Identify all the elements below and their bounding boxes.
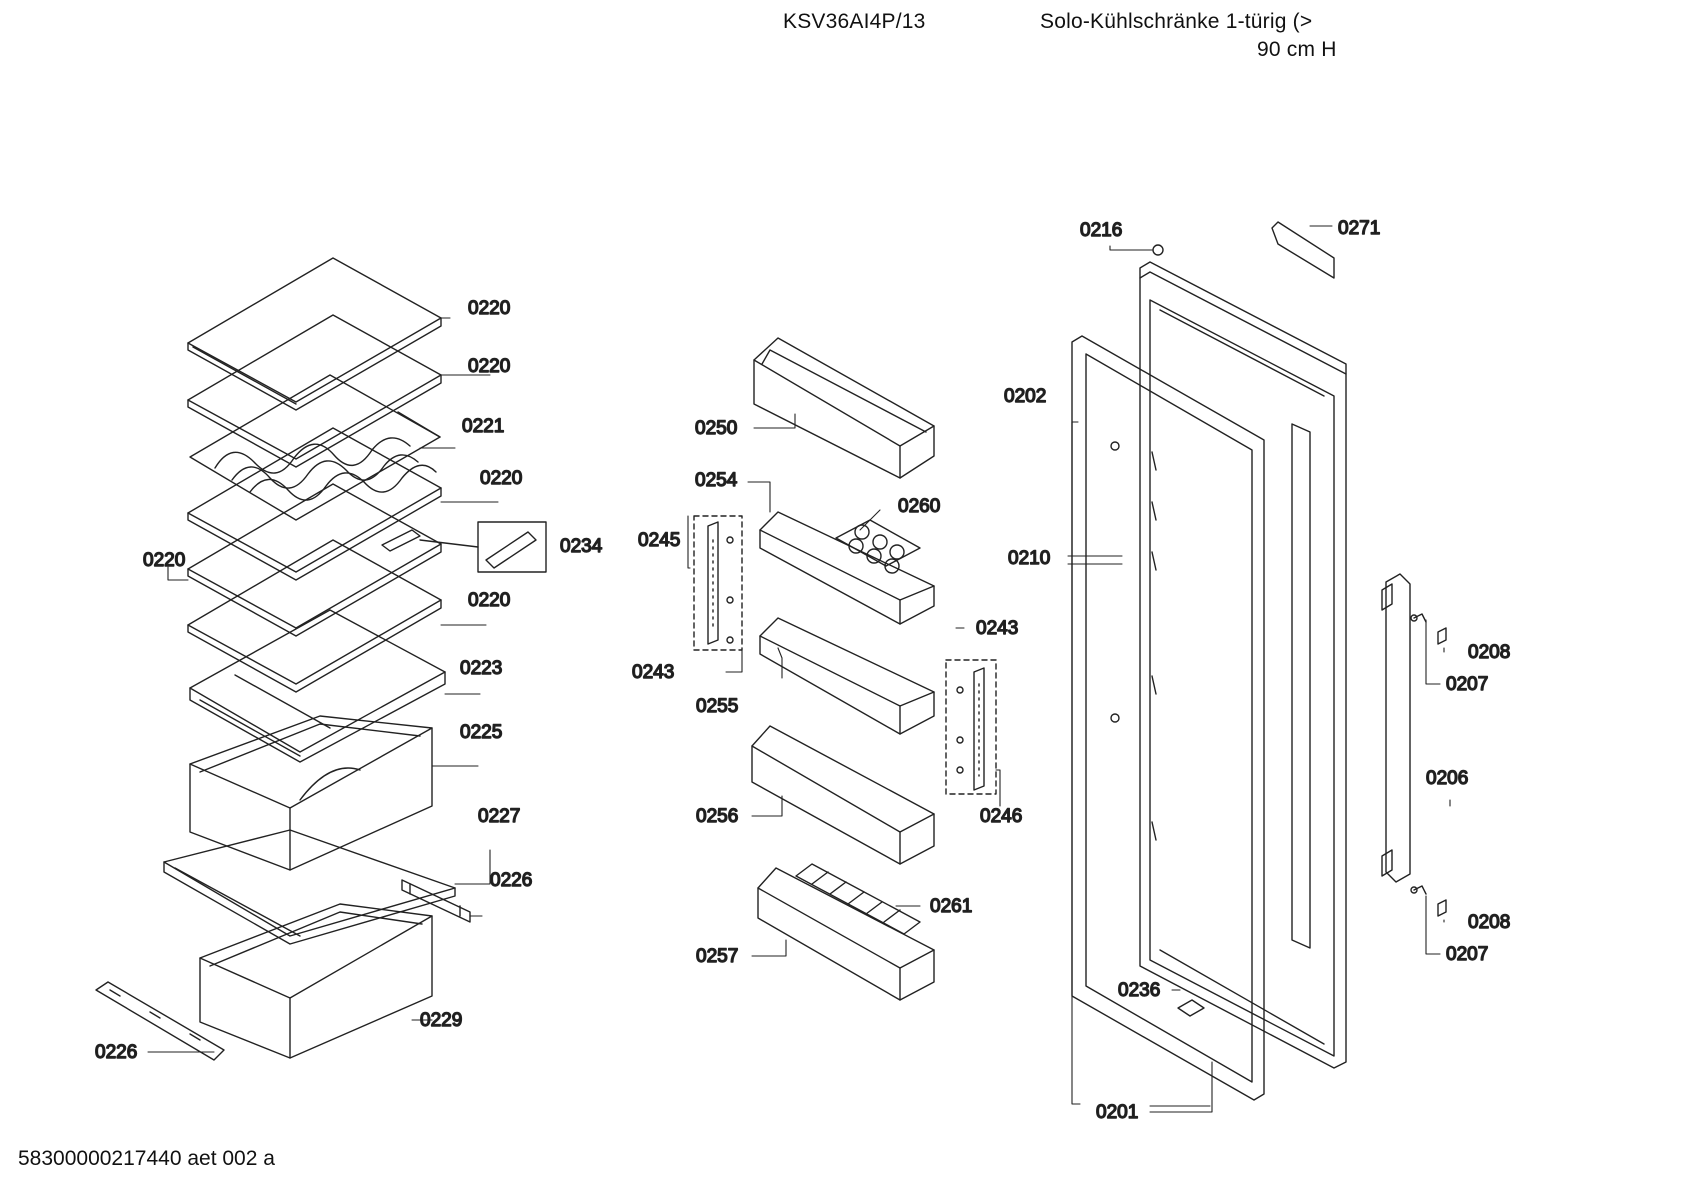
caps-0208 (1437, 627, 1447, 917)
label-0221: 0221 (462, 416, 504, 437)
title-line-1: Solo-Kühlschränke 1-türig (> (1040, 10, 1313, 33)
label-0254: 0254 (695, 470, 738, 491)
cover-0271 (1271, 221, 1335, 279)
label-0246: 0246 (980, 806, 1022, 827)
label-0245: 0245 (638, 530, 680, 551)
label-0220-c: 0220 (480, 468, 522, 489)
title-line-2: 90 cm H (1257, 38, 1337, 61)
label-0207-a: 0207 (1446, 674, 1488, 695)
leader-lines (147, 225, 1451, 1113)
bottle-rack-0221 (189, 374, 441, 521)
slide-rail-0226-a (401, 879, 471, 923)
label-0216: 0216 (1080, 220, 1122, 241)
label-0220-b: 0220 (468, 356, 510, 377)
door-bin-0250 (753, 337, 935, 479)
door-bin-0256 (751, 725, 935, 865)
bin-holder-strip-0245 (693, 515, 743, 651)
crisper-cover-0227 (163, 829, 456, 945)
label-0220-d: 0220 (143, 550, 185, 571)
screws-0207 (1410, 613, 1427, 895)
label-0202: 0202 (1004, 386, 1046, 407)
label-0250: 0250 (695, 418, 737, 439)
shelf-0220-e (187, 539, 442, 693)
label-0226-a: 0226 (490, 870, 532, 891)
label-0227: 0227 (478, 806, 520, 827)
label-0255: 0255 (696, 696, 738, 717)
shelf-edge-trim-0234 (381, 521, 547, 573)
label-0229: 0229 (420, 1010, 462, 1031)
label-0236: 0236 (1118, 980, 1160, 1001)
part-labels: 0220 0220 0221 0220 0234 0220 0220 0223 … (94, 217, 1511, 1123)
shelf-0220-c (187, 427, 442, 581)
document-id: 58300000217440 aet 002 a (18, 1147, 275, 1170)
label-0271: 0271 (1338, 218, 1380, 239)
bottle-divider-0261 (795, 863, 921, 935)
label-0220-a: 0220 (468, 298, 510, 319)
crisper-cover-0223 (189, 609, 446, 763)
label-0261: 0261 (930, 896, 972, 917)
crisper-drawer-0229 (199, 903, 433, 1059)
model-number: KSV36AI4P/13 (783, 10, 926, 33)
bin-holder-strip-0246 (945, 659, 997, 795)
label-0201: 0201 (1096, 1102, 1138, 1123)
label-0234: 0234 (560, 536, 603, 557)
label-0208-b: 0208 (1468, 912, 1510, 933)
label-0220-e: 0220 (468, 590, 510, 611)
pin-0216 (1152, 244, 1164, 256)
shelf-0220-a (187, 257, 442, 411)
slide-rail-0226-b (95, 981, 225, 1061)
door-bin-0257 (757, 867, 935, 1001)
door-panel-0210 (1139, 261, 1347, 1069)
door-gasket-0202 (1071, 335, 1265, 1101)
label-0223: 0223 (460, 658, 502, 679)
label-0243-b: 0243 (976, 618, 1018, 639)
label-0243-a: 0243 (632, 662, 674, 683)
label-0260: 0260 (898, 496, 940, 517)
label-0257: 0257 (696, 946, 738, 967)
shelf-0220-d (187, 483, 442, 637)
label-0225: 0225 (460, 722, 502, 743)
catch-0236 (1177, 999, 1205, 1017)
crisper-drawer-0225 (189, 715, 433, 871)
door-bin-0254 (759, 511, 935, 625)
label-0208-a: 0208 (1468, 642, 1510, 663)
egg-tray-0260 (835, 519, 921, 574)
label-0210: 0210 (1008, 548, 1050, 569)
label-0206: 0206 (1426, 768, 1468, 789)
label-0207-b: 0207 (1446, 944, 1488, 965)
door-handle-0206 (1381, 573, 1411, 883)
label-0256: 0256 (696, 806, 738, 827)
door-bin-0255 (759, 617, 935, 735)
label-0226-b: 0226 (95, 1042, 137, 1063)
